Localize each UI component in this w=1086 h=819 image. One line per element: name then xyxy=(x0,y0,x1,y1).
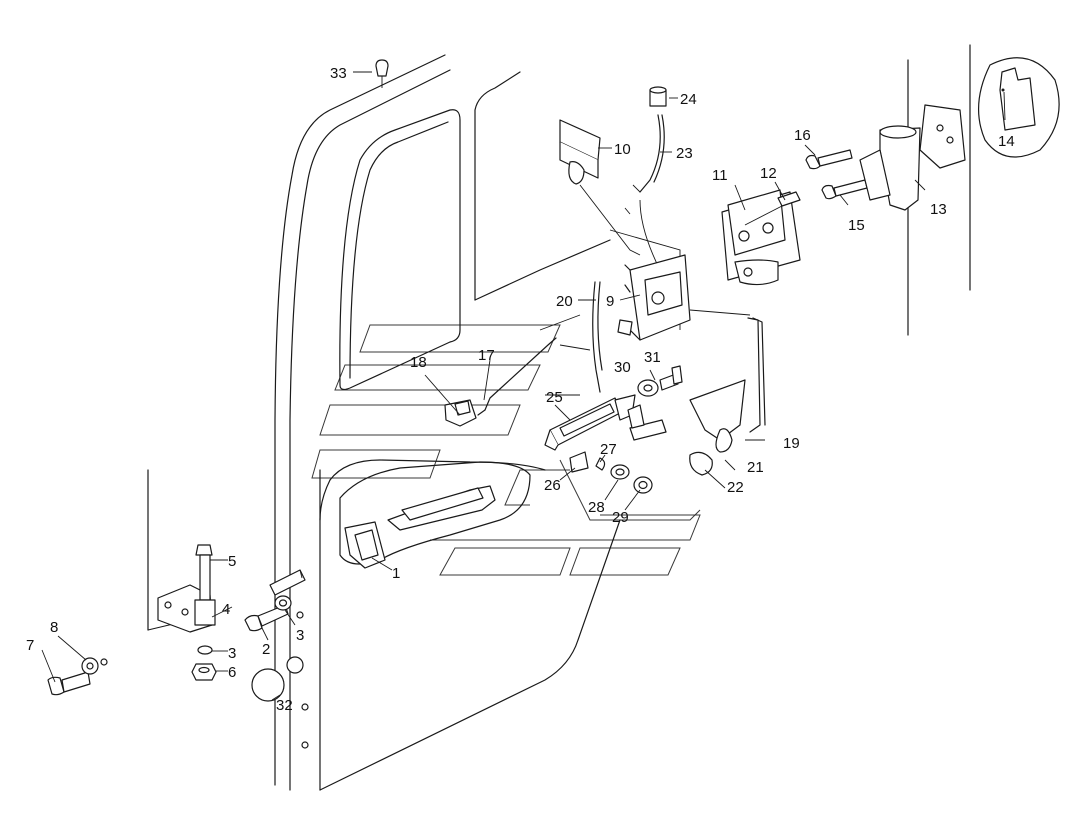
callout-9: 9 xyxy=(606,293,614,310)
washer-3-lower xyxy=(197,645,213,655)
callout-12: 12 xyxy=(760,165,777,182)
callout-2: 2 xyxy=(262,641,270,658)
callout-28: 28 xyxy=(588,499,605,516)
callout-20: 20 xyxy=(556,293,573,310)
washer-28 xyxy=(610,464,630,480)
washer-3-upper xyxy=(274,595,292,611)
outer-handle-1 xyxy=(339,461,531,569)
nut-6 xyxy=(191,663,217,681)
callout-3: 3 xyxy=(228,645,236,662)
callout-21: 21 xyxy=(747,459,764,476)
washer-30 xyxy=(637,379,659,397)
plug-32 xyxy=(251,668,285,702)
plate-14 xyxy=(977,57,1060,158)
bracket-4 xyxy=(269,569,306,596)
callout-4: 4 xyxy=(222,601,230,618)
rod-17 xyxy=(477,337,557,416)
rod-19 xyxy=(747,317,766,433)
callout-25: 25 xyxy=(546,389,563,406)
bolt-12 xyxy=(744,191,801,226)
clip-26 xyxy=(569,451,589,473)
callout-29: 29 xyxy=(612,509,629,526)
washer-8 xyxy=(81,657,108,675)
lock-body-9 xyxy=(617,254,691,341)
nut-29 xyxy=(633,476,653,494)
callout-3: 3 xyxy=(296,627,304,644)
bolt-31 xyxy=(659,365,683,391)
callout-labels: 1 2 3 3 4 5 6 7 8 9 10 11 12 13 14 15 16… xyxy=(26,65,1015,714)
callout-31: 31 xyxy=(644,349,661,366)
callout-5: 5 xyxy=(228,553,236,570)
bolt-7 xyxy=(47,671,91,696)
hinge-pin-5 xyxy=(194,544,216,626)
callout-17: 17 xyxy=(478,347,495,364)
callout-33: 33 xyxy=(330,65,347,82)
callout-18: 18 xyxy=(410,354,427,371)
inner-handle-25 xyxy=(544,394,636,451)
lock-rod-23-24 xyxy=(624,86,667,271)
lever-22 xyxy=(627,404,713,476)
callout-16: 16 xyxy=(794,127,811,144)
callout-14: 14 xyxy=(998,133,1015,150)
callout-8: 8 xyxy=(50,619,58,636)
bracket-10 xyxy=(559,119,641,256)
callout-30: 30 xyxy=(614,359,631,376)
callout-1: 1 xyxy=(392,565,400,582)
washer-27 xyxy=(595,457,606,471)
bolt-15 xyxy=(821,179,868,200)
callout-10: 10 xyxy=(614,141,631,158)
plug-33 xyxy=(375,59,389,88)
leader-lines xyxy=(41,71,1006,701)
callout-13: 13 xyxy=(930,201,947,218)
callout-7: 7 xyxy=(26,637,34,654)
striker-block-11 xyxy=(721,189,801,286)
rod-20 xyxy=(592,281,603,393)
callout-22: 22 xyxy=(727,479,744,496)
bolt-16 xyxy=(805,149,853,170)
callout-24: 24 xyxy=(680,91,697,108)
latch-21 xyxy=(689,379,746,453)
callout-32: 32 xyxy=(276,697,293,714)
callout-27: 27 xyxy=(600,441,617,458)
callout-26: 26 xyxy=(544,477,561,494)
callout-6: 6 xyxy=(228,664,236,681)
callout-15: 15 xyxy=(848,217,865,234)
callout-19: 19 xyxy=(783,435,800,452)
callout-11: 11 xyxy=(712,167,728,184)
callout-23: 23 xyxy=(676,145,693,162)
clip-18 xyxy=(444,399,477,427)
hinge-bracket-13 xyxy=(859,104,966,211)
